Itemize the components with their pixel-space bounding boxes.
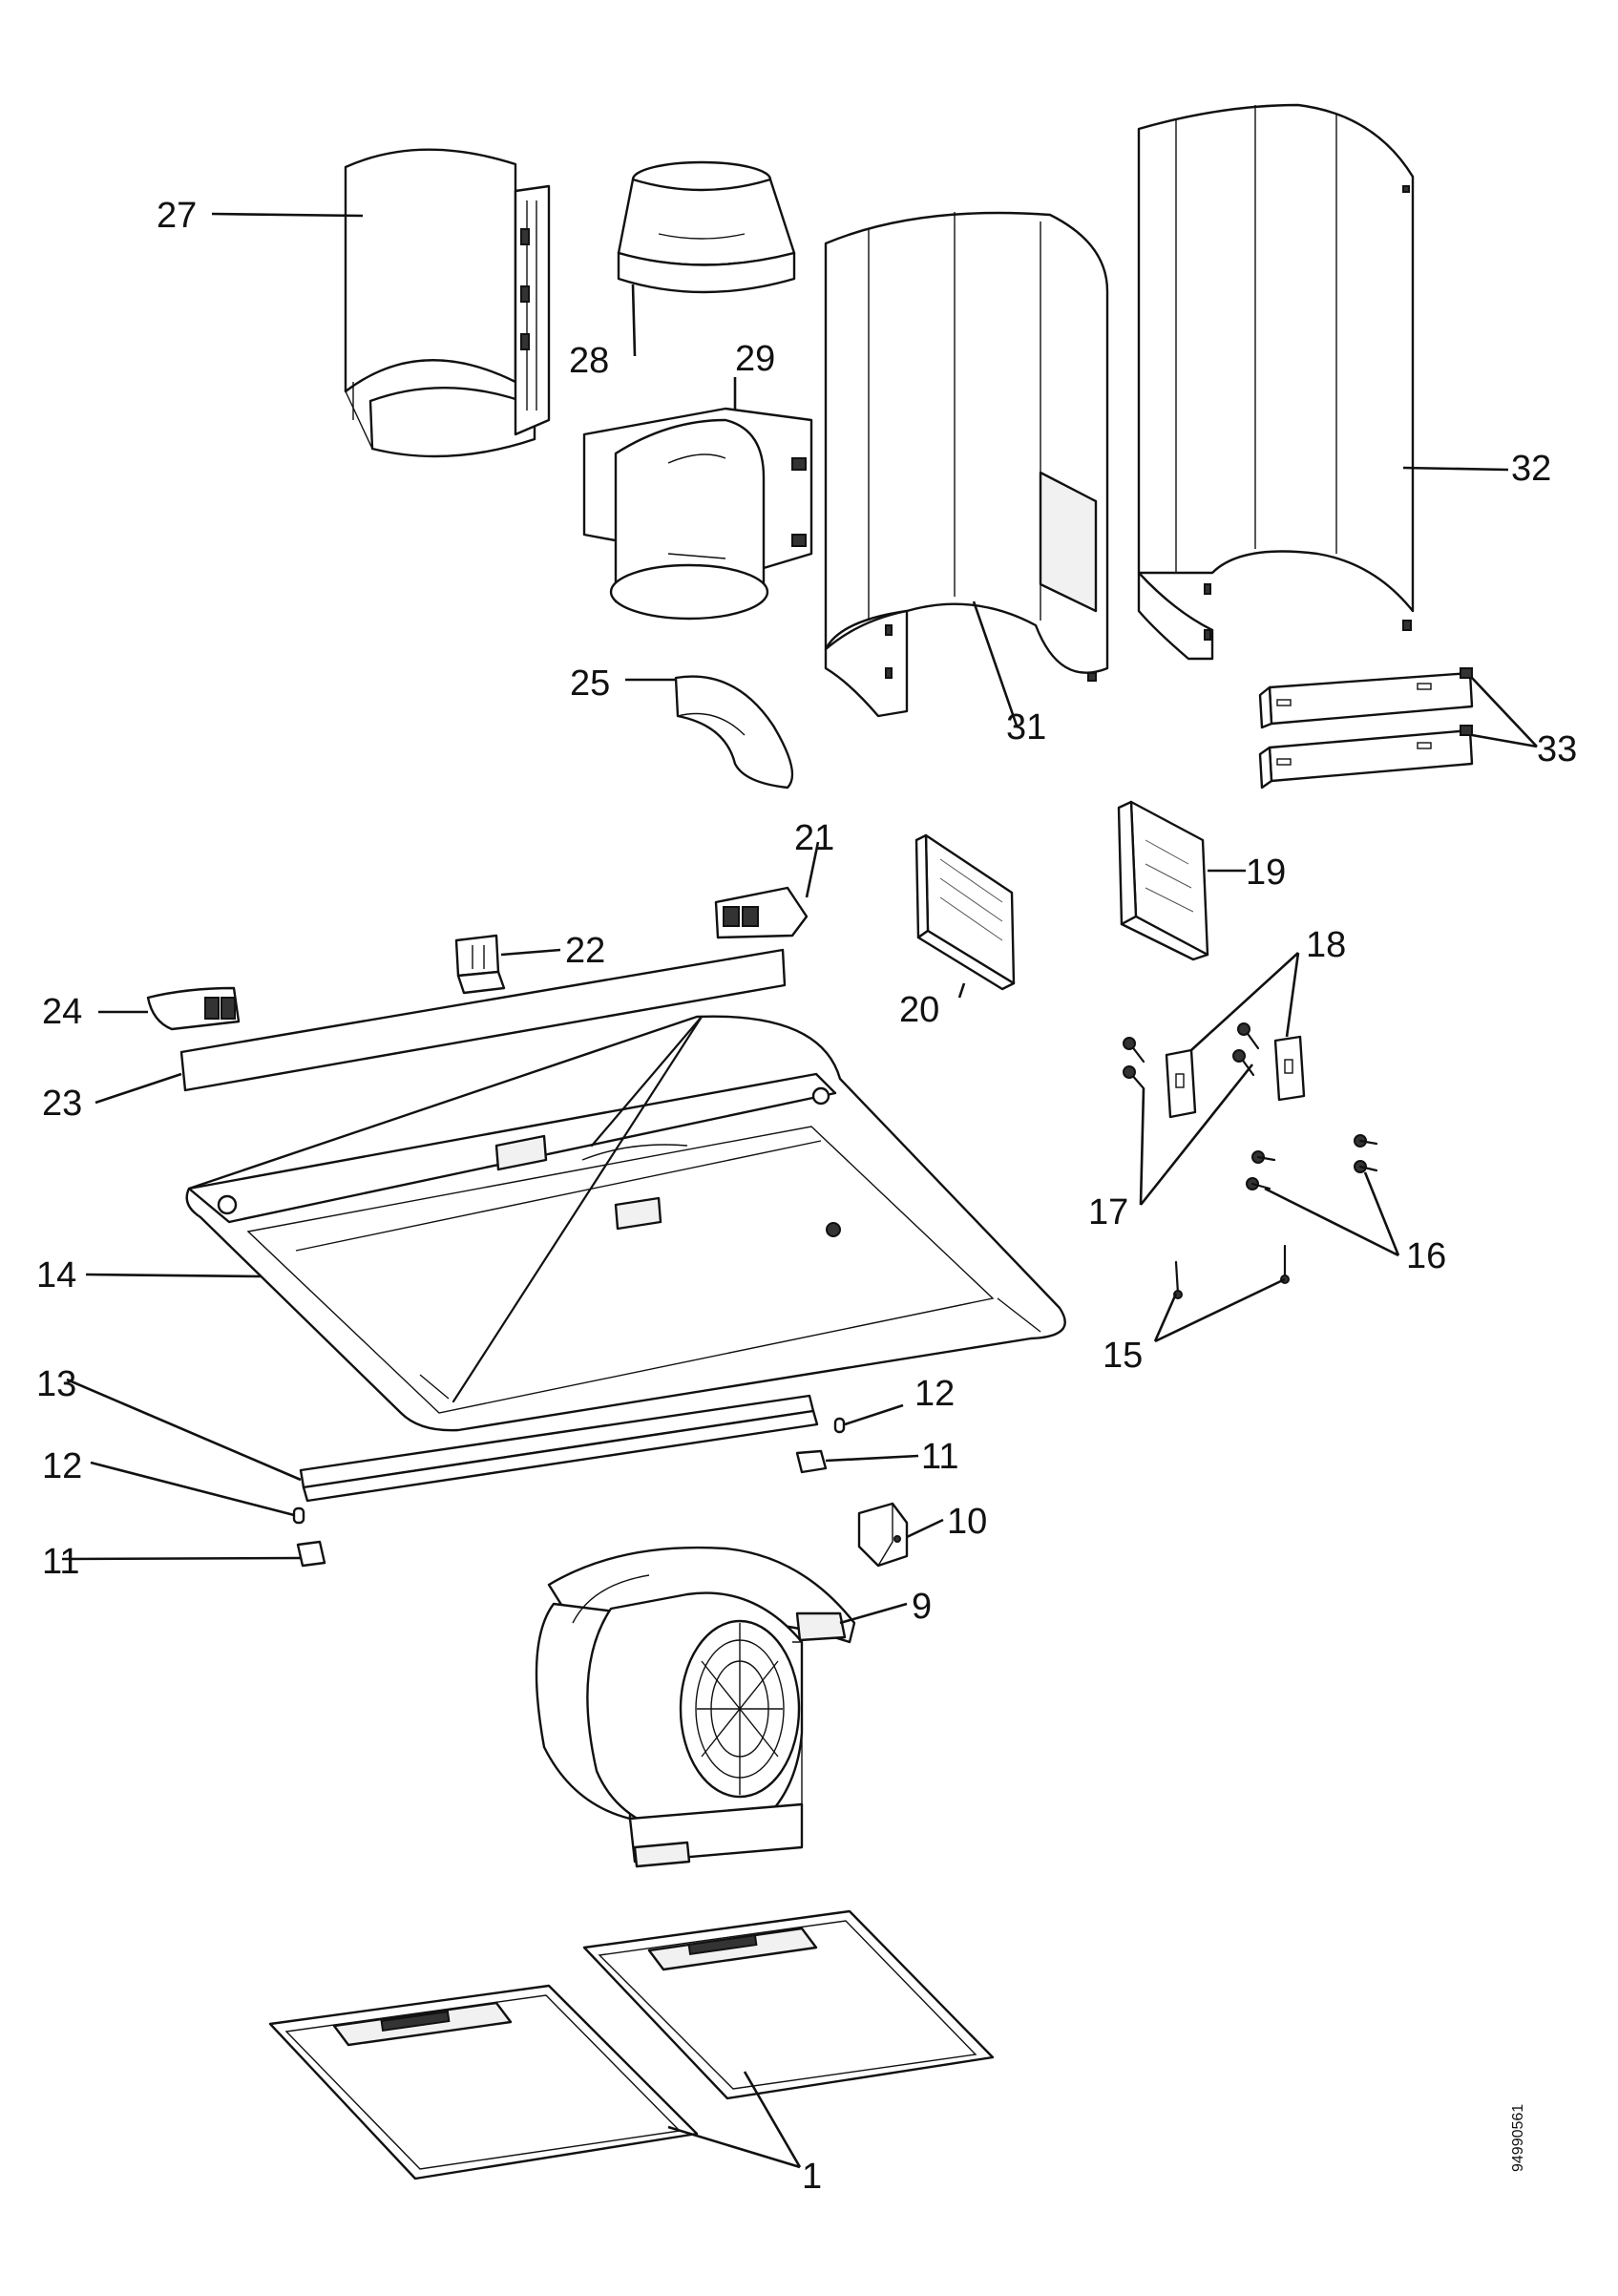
part-16-wall-plugs xyxy=(1246,1134,1378,1190)
label-25: 25 xyxy=(570,664,610,704)
part-21-lamp-lens-right xyxy=(714,886,809,939)
part-20-carbon-filter xyxy=(914,833,1016,991)
label-13: 13 xyxy=(36,1364,76,1404)
part-9-blower-motor xyxy=(535,1546,856,1868)
part-19-carbon-filter xyxy=(1117,800,1209,961)
label-23: 23 xyxy=(42,1084,82,1124)
part-32-rear-chimney xyxy=(1137,103,1415,661)
label-19: 19 xyxy=(1246,853,1286,893)
part-1-grease-filter-left xyxy=(268,1984,699,2180)
label-11-left: 11 xyxy=(42,1542,79,1582)
part-10-bracket xyxy=(857,1502,909,1568)
reference-code: 94990561 xyxy=(1510,2104,1526,2172)
label-18: 18 xyxy=(1306,925,1346,965)
label-1: 1 xyxy=(802,2157,822,2197)
label-9: 9 xyxy=(912,1587,932,1627)
part-17-screws xyxy=(1123,1022,1260,1090)
part-11-clip-left xyxy=(296,1540,326,1568)
part-18-mounting-plates xyxy=(1165,1035,1306,1119)
label-27: 27 xyxy=(157,196,197,236)
label-22: 22 xyxy=(565,931,605,971)
part-24-lamp-lens-left xyxy=(146,986,241,1031)
part-27-upper-cylinder xyxy=(344,148,551,458)
part-12-cap-left xyxy=(292,1506,305,1525)
label-21: 21 xyxy=(794,818,834,858)
part-12-cap-right xyxy=(833,1417,846,1434)
part-1-grease-filter-right xyxy=(582,1909,995,2100)
part-31-front-chimney xyxy=(824,211,1109,718)
label-24: 24 xyxy=(42,992,82,1032)
leader-lines xyxy=(61,212,1538,2169)
part-11-clip-right xyxy=(795,1449,828,1474)
label-12-right: 12 xyxy=(914,1374,955,1414)
label-12-left: 12 xyxy=(42,1446,82,1486)
label-11-right: 11 xyxy=(921,1437,958,1477)
label-15: 15 xyxy=(1103,1336,1143,1376)
label-29: 29 xyxy=(735,339,775,379)
label-10: 10 xyxy=(947,1502,987,1542)
label-28: 28 xyxy=(569,341,609,381)
part-28-collar-ring xyxy=(617,160,796,294)
part-23-control-strip xyxy=(179,948,787,1092)
label-20: 20 xyxy=(899,990,939,1030)
part-15-pins xyxy=(1173,1244,1290,1299)
label-16: 16 xyxy=(1406,1236,1446,1276)
part-29-air-diverter xyxy=(582,407,813,621)
label-17: 17 xyxy=(1088,1192,1128,1232)
part-14-hood-body xyxy=(185,1015,1066,1432)
label-33: 33 xyxy=(1537,729,1577,769)
label-32: 32 xyxy=(1511,449,1551,489)
part-25-deflector xyxy=(674,675,794,790)
part-13-trim-strip xyxy=(299,1394,819,1503)
label-31: 31 xyxy=(1006,707,1046,748)
part-22-switch xyxy=(454,934,506,995)
part-labels: 27 28 29 25 31 32 33 19 20 21 22 24 23 1… xyxy=(36,196,1577,2197)
part-33-brackets xyxy=(1258,667,1474,790)
label-14: 14 xyxy=(36,1255,76,1295)
